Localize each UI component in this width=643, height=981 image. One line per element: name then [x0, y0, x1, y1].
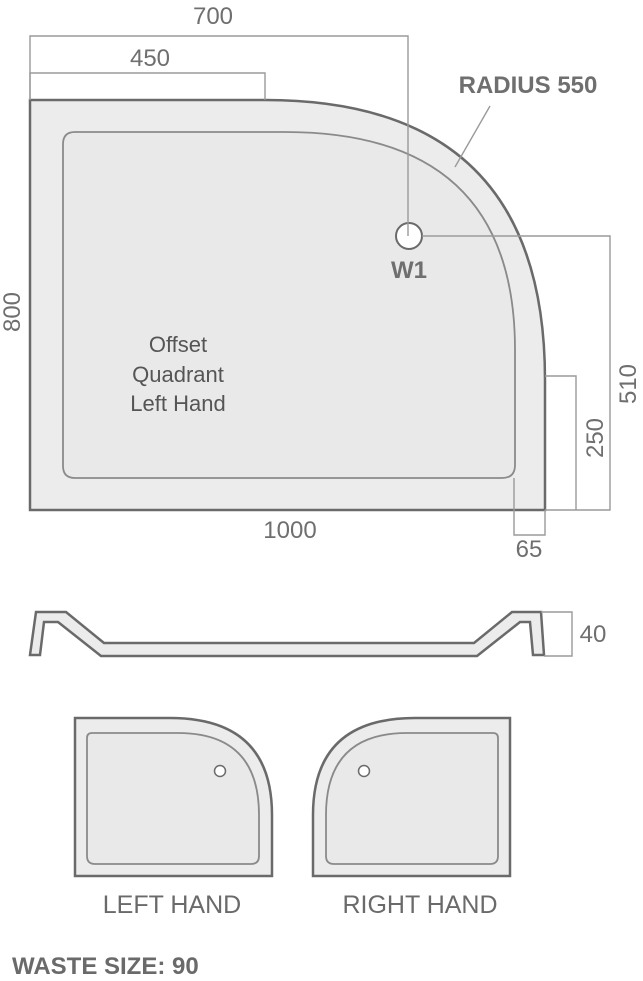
tray-side-profile — [28, 610, 546, 658]
left-hand-caption: LEFT HAND — [103, 891, 241, 919]
dim-800: 800 — [0, 292, 26, 332]
right-hand-waste — [357, 764, 371, 778]
dim-510: 510 — [615, 364, 642, 404]
dim-radius: RADIUS 550 — [459, 72, 598, 99]
waste-hole — [395, 222, 423, 250]
tray-label-line2: Quadrant — [132, 362, 224, 387]
tray-label-line1: Offset — [149, 332, 207, 357]
dim-450: 450 — [130, 45, 170, 72]
right-hand-caption: RIGHT HAND — [342, 891, 497, 919]
radius-leader — [454, 105, 491, 168]
tray-inner-basin — [62, 131, 516, 479]
left-hand-inner — [86, 732, 260, 865]
dim-line-250 — [545, 375, 577, 510]
waste-label: W1 — [391, 257, 427, 284]
waste-size: WASTE SIZE: 90 — [12, 953, 199, 980]
dim-line-450 — [29, 72, 266, 100]
dim-700: 700 — [193, 3, 233, 30]
dim-line-40 — [541, 611, 573, 657]
left-hand-waste — [213, 764, 227, 778]
dim-65: 65 — [516, 536, 543, 563]
dim-1000: 1000 — [263, 517, 316, 544]
dim-40: 40 — [580, 621, 607, 648]
dim-line-700 — [29, 35, 409, 236]
right-hand-inner — [325, 732, 499, 865]
dim-line-65 — [513, 478, 546, 536]
dim-250: 250 — [582, 418, 609, 458]
tray-label-line3: Left Hand — [130, 391, 225, 416]
dim-line-510 — [422, 235, 611, 511]
